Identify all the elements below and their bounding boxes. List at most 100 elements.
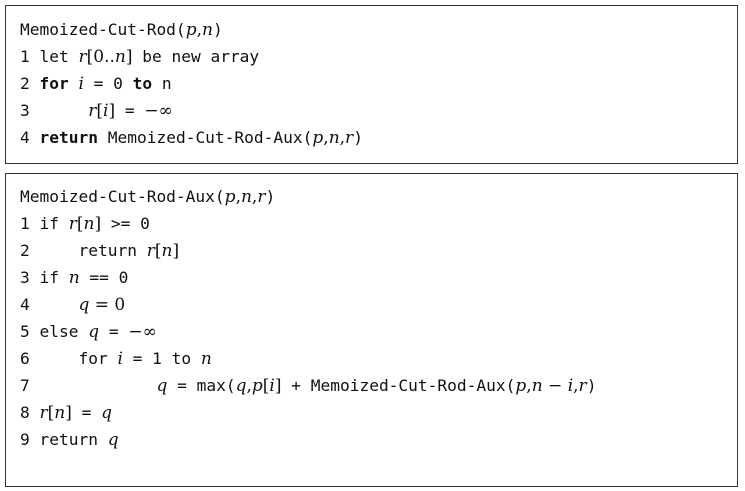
math-token: i	[567, 376, 574, 396]
math-token: [	[47, 403, 55, 423]
math-token: ,	[339, 128, 346, 148]
math-token: i	[103, 101, 109, 121]
code-line: 8 r[n] = q	[20, 399, 596, 426]
math-token: n	[201, 20, 213, 40]
procedure-header: Memoized-Cut-Rod-Aux(p,n,r)	[20, 183, 596, 210]
code-line: 2 for i = 0 to n	[20, 70, 363, 97]
math-token: ,	[251, 187, 258, 207]
code-text: 8	[20, 403, 40, 422]
math-token: n	[114, 47, 126, 67]
code-text: 7	[20, 376, 157, 395]
math-token: i	[117, 349, 123, 369]
math-token: ]	[65, 403, 72, 423]
code-text: 2	[20, 74, 40, 93]
code-text: 9 return	[20, 430, 108, 449]
math-token: q	[88, 322, 100, 342]
code-line: 1 if r[n] >= 0	[20, 210, 596, 237]
math-token: r	[88, 101, 97, 121]
code-line: 3 r[i] = −∞	[20, 97, 363, 124]
code-line: 5 else q = −∞	[20, 318, 596, 345]
keyword: for	[39, 74, 69, 93]
math-token: ,	[526, 376, 532, 396]
math-token: ]	[125, 47, 133, 67]
math-token: p	[251, 376, 263, 396]
code-text: be new array	[132, 47, 260, 66]
code-line: 4 q = 0	[20, 291, 596, 318]
math-token: r	[345, 128, 354, 148]
math-token: ]	[274, 376, 282, 396]
keyword: return	[39, 128, 98, 147]
math-token: r	[146, 241, 155, 261]
math-token: i	[78, 74, 84, 94]
code-text: 2 return	[20, 241, 147, 260]
math-token: p	[185, 20, 197, 40]
code-text: Memoized-Cut-Rod(	[20, 20, 186, 39]
code-text: Memoized-Cut-Rod-Aux(	[20, 187, 225, 206]
math-token: −∞	[144, 101, 173, 121]
math-token: q	[235, 376, 247, 396]
math-token: q	[78, 295, 90, 315]
keyword: to	[132, 74, 153, 93]
math-token: q	[101, 403, 113, 423]
math-token: n	[83, 214, 95, 234]
math-token: n	[68, 268, 80, 288]
math-token: p	[312, 128, 324, 148]
code-line: 3 if n == 0	[20, 264, 596, 291]
math-token: [	[76, 214, 84, 234]
math-token: ,	[323, 128, 329, 148]
code-text: 1 let	[20, 47, 79, 66]
math-token: ,	[246, 376, 252, 396]
code-line: 2 return r[n]	[20, 237, 596, 264]
code-text: = 1 to	[122, 349, 201, 368]
code-text: =	[71, 403, 102, 422]
code-text: == 0	[79, 268, 129, 287]
math-token: n	[240, 187, 252, 207]
math-token: q	[107, 430, 119, 450]
procedure-header: Memoized-Cut-Rod(p,n)	[20, 16, 363, 43]
code-text: )	[212, 20, 223, 39]
code-text: >= 0	[101, 214, 150, 233]
code-text: 4	[20, 128, 40, 147]
code-text: =	[99, 322, 129, 341]
code-text: 6 for	[20, 349, 118, 368]
math-token: r	[78, 47, 87, 67]
code-text: n	[152, 74, 172, 93]
math-token: r	[257, 187, 266, 207]
pseudocode-lines: Memoized-Cut-Rod(p,n)1 let r[0..n] be ne…	[20, 16, 363, 151]
math-token: n	[200, 349, 212, 369]
code-text	[69, 74, 79, 93]
pseudocode-lines: Memoized-Cut-Rod-Aux(p,n,r)1 if r[n] >= …	[20, 183, 596, 453]
math-token: ]	[94, 214, 102, 234]
code-text: 3 if	[20, 268, 69, 287]
memoized-cut-rod-block: Memoized-Cut-Rod(p,n)1 let r[0..n] be ne…	[5, 5, 738, 164]
math-token: n	[328, 128, 340, 148]
math-token: n	[531, 376, 543, 396]
code-text: + Memoized-Cut-Rod-Aux(	[281, 376, 516, 395]
math-token: −	[542, 376, 568, 396]
math-token: ]	[172, 241, 180, 261]
math-token: −∞	[128, 322, 157, 342]
code-text: 5 else	[20, 322, 89, 341]
code-text: 4	[20, 295, 79, 314]
math-token: ,	[235, 187, 241, 207]
math-token: n	[54, 403, 66, 423]
code-line: 1 let r[0..n] be new array	[20, 43, 363, 70]
math-token: r	[39, 403, 48, 423]
code-line: 7 q = max(q,p[i] + Memoized-Cut-Rod-Aux(…	[20, 372, 596, 399]
math-token: p	[224, 187, 236, 207]
code-text: Memoized-Cut-Rod-Aux(	[97, 128, 313, 147]
code-text: )	[586, 376, 597, 395]
code-text: = 0	[83, 74, 133, 93]
math-token: ,	[196, 20, 202, 40]
math-token: q	[156, 376, 168, 396]
code-text: )	[353, 128, 363, 147]
math-token: [	[154, 241, 162, 261]
code-text: )	[265, 187, 276, 206]
code-text: 1 if	[20, 214, 69, 233]
math-token: = 0	[89, 295, 126, 315]
code-text: =	[115, 101, 145, 120]
math-token: p	[515, 376, 527, 396]
code-line: 6 for i = 1 to n	[20, 345, 596, 372]
math-token: ]	[108, 101, 116, 121]
math-token: r	[68, 214, 77, 234]
